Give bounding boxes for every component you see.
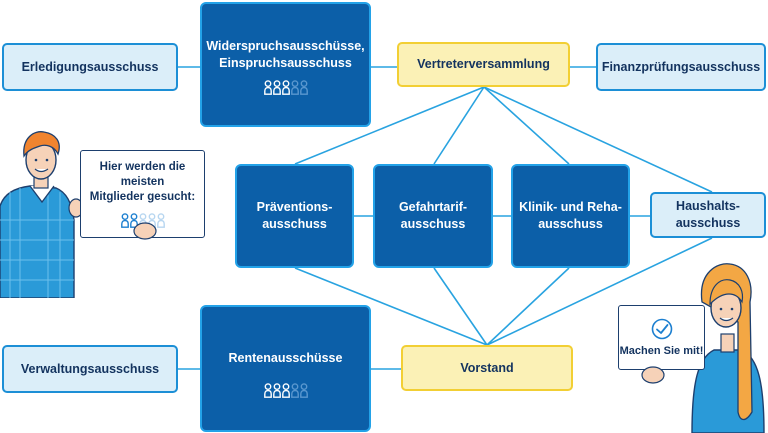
sign-join-us-text: Machen Sie mit! [619, 344, 704, 357]
person-icon [272, 382, 281, 398]
person-icon [290, 382, 299, 398]
widerspruchsausschuesse-label: Widerspruchsausschüsse, Einspruchsaussch… [206, 39, 365, 70]
gefahrtarifausschuss-box: Gefahrtarif- ausschuss [373, 164, 493, 268]
vertreterversammlung-label: Vertreterversammlung [417, 57, 550, 71]
widerspruchsausschuesse-box: Widerspruchsausschüsse, Einspruchsaussch… [200, 2, 371, 127]
connector-vertreter-klinik [483, 86, 570, 165]
connector-vertreter-gefahrtarif [433, 86, 485, 165]
rentenausschuesse-box: Rentenausschüsse [200, 305, 371, 432]
man-hand [133, 222, 157, 240]
person-icon [299, 80, 308, 95]
person-icon [281, 382, 290, 398]
member-need-indicator [263, 382, 308, 398]
connector-vertreter-praevention [294, 86, 485, 165]
person-icon [290, 80, 299, 95]
erledigungsausschuss-label: Erledigungsausschuss [21, 59, 159, 74]
person-icon [120, 213, 129, 228]
finanzpruefungsausschuss-label: Finanzprüfungsausschuss [601, 59, 761, 74]
check-icon [651, 318, 672, 339]
finanzpruefungsausschuss-box: Finanzprüfungsausschuss [596, 43, 766, 91]
man-illustration [0, 131, 82, 298]
sign-join-us: Machen Sie mit! [618, 305, 705, 370]
connector-vertreter-haushalt [483, 86, 713, 193]
person-icon [147, 213, 156, 228]
klinik-reha-ausschuss-label: Klinik- und Reha- ausschuss [519, 200, 622, 231]
connector-vorstand-gefahrtarif [433, 267, 488, 346]
praeventionsausschuss-box: Präventions- ausschuss [235, 164, 354, 268]
erledigungsausschuss-box: Erledigungsausschuss [2, 43, 178, 91]
klinik-reha-ausschuss-box: Klinik- und Reha- ausschuss [511, 164, 630, 268]
person-icon [299, 382, 308, 398]
person-icon [129, 213, 138, 228]
gefahrtarifausschuss-label: Gefahrtarif- ausschuss [398, 200, 468, 231]
person-icon [281, 80, 290, 95]
connector-vorstand-praevention [294, 267, 488, 346]
connector-vorstand-haushalt [486, 237, 713, 346]
vertreterversammlung-box: Vertreterversammlung [397, 42, 570, 87]
person-icon [156, 213, 165, 228]
woman-illustration [691, 263, 765, 433]
sign-most-members-needed-text: Hier werden die meisten Mitglieder gesuc… [89, 161, 196, 203]
woman-hand [641, 366, 665, 384]
rentenausschuesse-label: Rentenausschüsse [228, 350, 343, 365]
member-need-indicator [263, 80, 308, 95]
vorstand-box: Vorstand [401, 345, 573, 391]
haushaltsausschuss-label: Haushalts- ausschuss [675, 199, 741, 230]
verwaltungsausschuss-label: Verwaltungsausschuss [20, 361, 160, 376]
person-icon [263, 382, 272, 398]
verwaltungsausschuss-box: Verwaltungsausschuss [2, 345, 178, 393]
praeventionsausschuss-label: Präventions- ausschuss [256, 200, 333, 231]
person-icon [272, 80, 281, 95]
haushaltsausschuss-box: Haushalts- ausschuss [650, 192, 766, 238]
person-icon [263, 80, 272, 95]
connector-vorstand-klinik [486, 267, 570, 346]
vorstand-label: Vorstand [460, 360, 514, 375]
